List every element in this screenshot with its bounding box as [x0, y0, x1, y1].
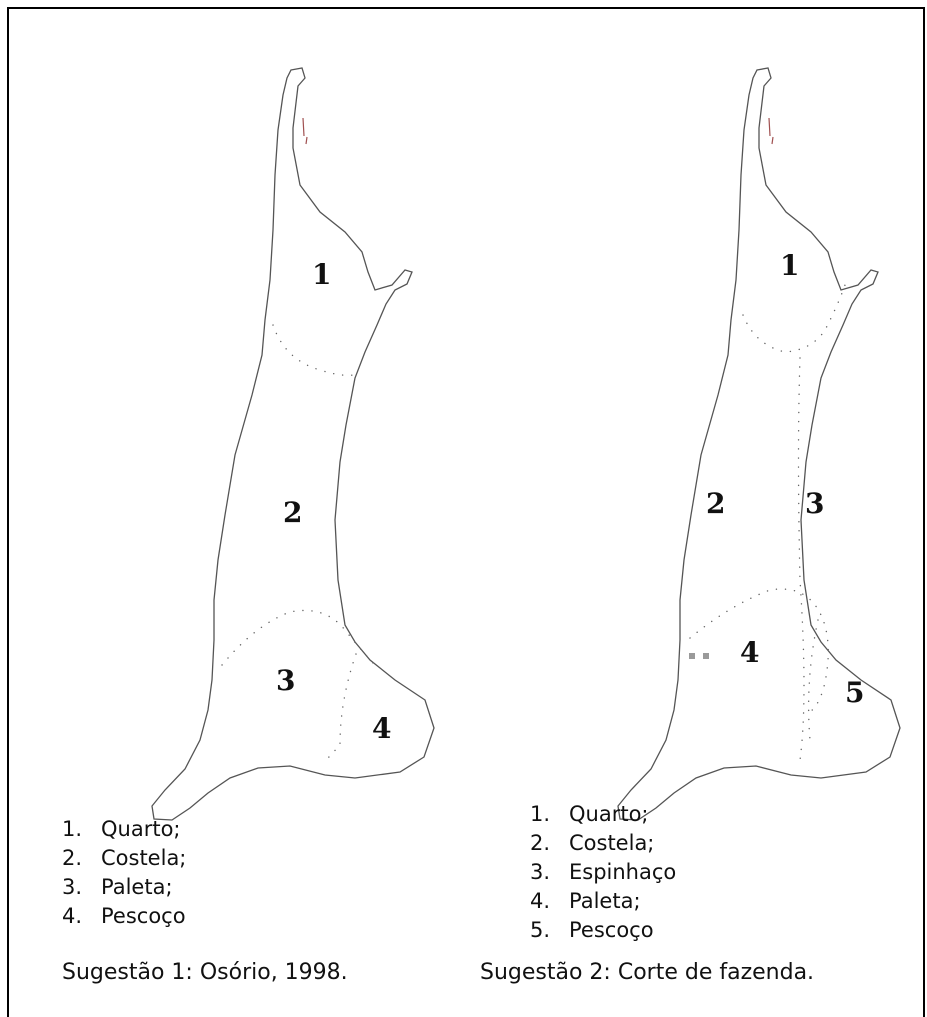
cut-label-2-4: 4 — [740, 636, 759, 669]
cut-label-1-1: 1 — [312, 258, 331, 291]
legend-item: 5.Pescoço — [530, 916, 676, 945]
legend-item: 1.Quarto; — [530, 800, 676, 829]
cut-label-1-2: 2 — [283, 496, 302, 529]
carcass-outline-1 — [152, 68, 434, 820]
cut-label-2-5: 5 — [845, 676, 864, 709]
legend-2: 1.Quarto; 2.Costela; 3.Espinhaço 4.Palet… — [530, 800, 676, 945]
legend-item: 2.Costela; — [62, 844, 186, 873]
caption-2: Sugestão 2: Corte de fazenda. — [480, 960, 814, 985]
cut-label-1-3: 3 — [276, 664, 295, 697]
cut-label-2-3: 3 — [805, 487, 824, 520]
marker-square — [689, 653, 695, 659]
cut-label-2-2: 2 — [706, 487, 725, 520]
marker-square — [703, 653, 709, 659]
legend-item: 1.Quarto; — [62, 815, 186, 844]
legend-item: 2.Costela; — [530, 829, 676, 858]
legend-item: 3.Espinhaço — [530, 858, 676, 887]
caption-1: Sugestão 1: Osório, 1998. — [62, 960, 348, 985]
legend-item: 4.Paleta; — [530, 887, 676, 916]
legend-item: 3.Paleta; — [62, 873, 186, 902]
cut-label-1-4: 4 — [372, 712, 391, 745]
legend-item: 4.Pescoço — [62, 902, 186, 931]
legend-1: 1.Quarto; 2.Costela; 3.Paleta; 4.Pescoço — [62, 815, 186, 931]
cut-lines-2 — [690, 285, 845, 760]
cut-label-2-1: 1 — [780, 249, 799, 282]
